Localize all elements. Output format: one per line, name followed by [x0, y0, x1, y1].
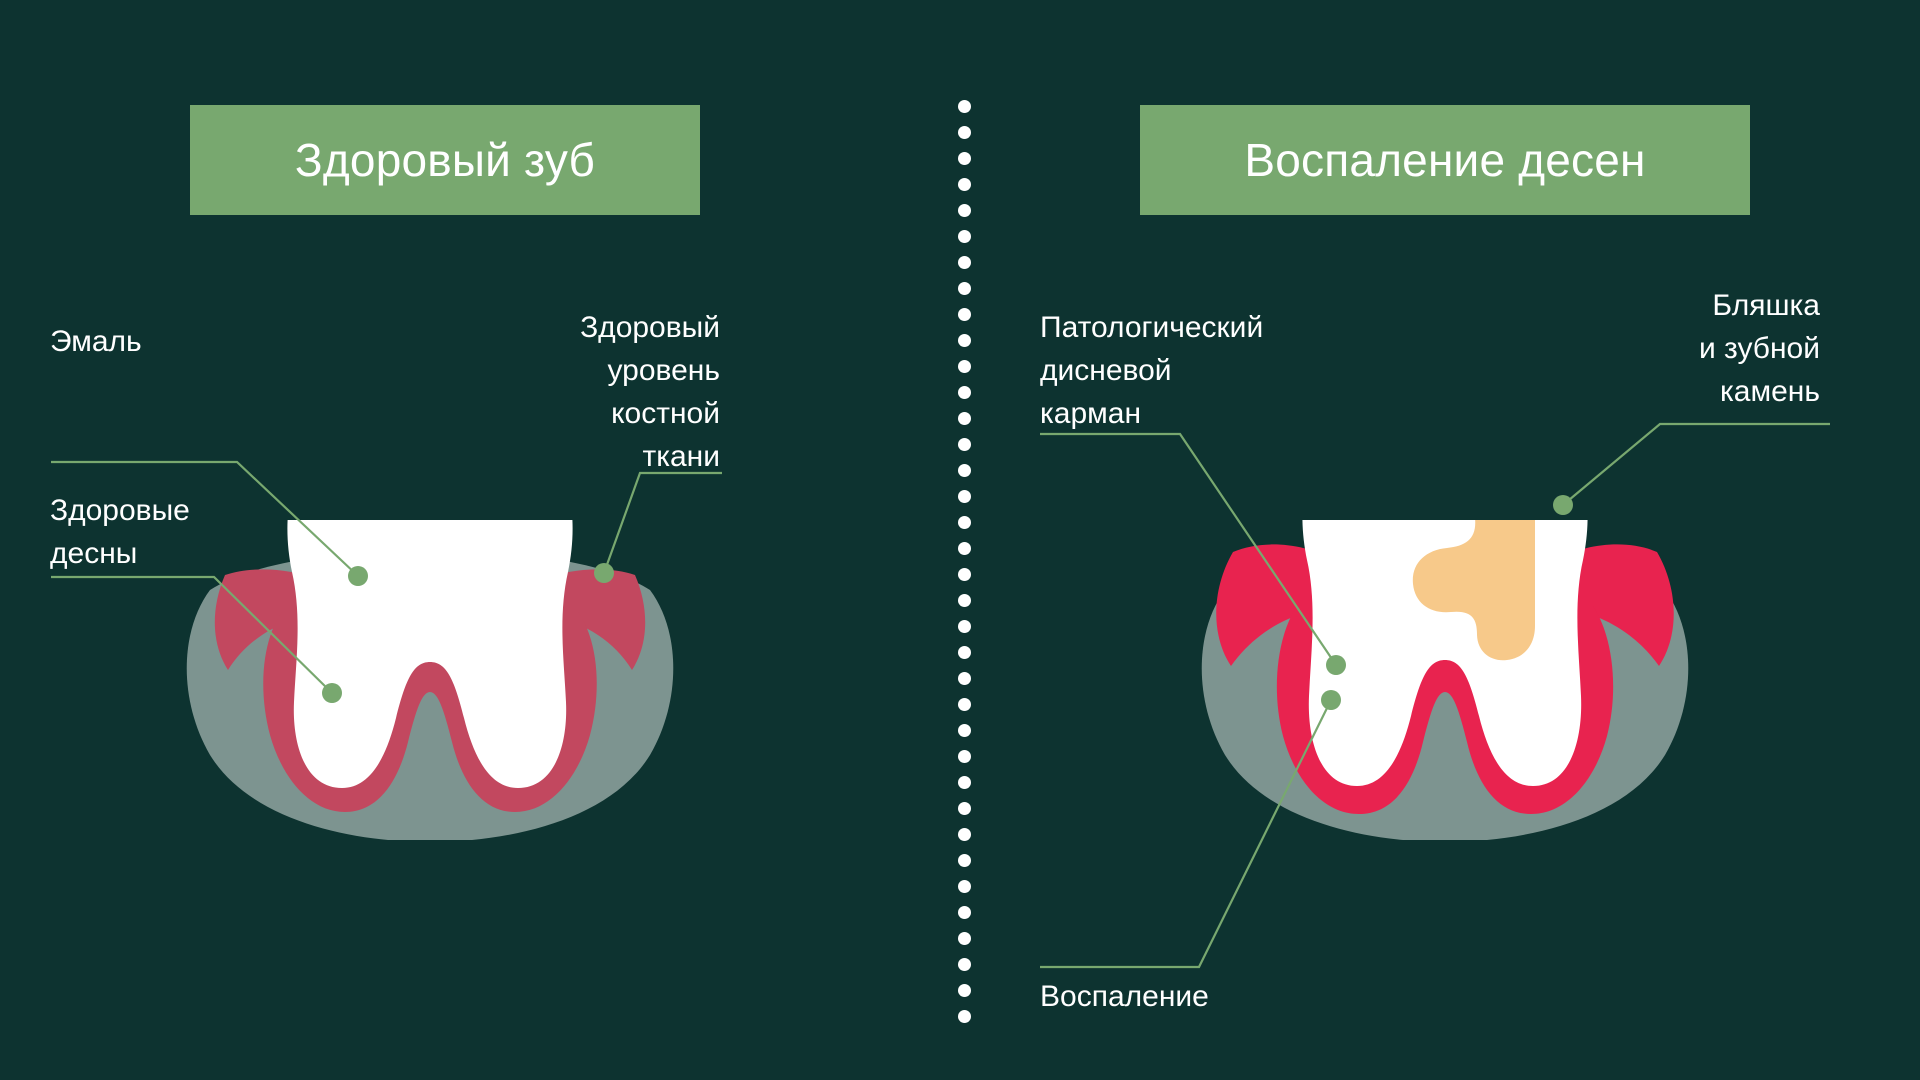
- label-plaque-and-tartar: Бляшка и зубной камень: [1698, 289, 1820, 408]
- divider-dot: [958, 490, 971, 503]
- divider-dot: [958, 256, 971, 269]
- divider-dot: [958, 412, 971, 425]
- divider-dot: [958, 542, 971, 555]
- healthy-tooth-illustration: [186, 520, 674, 840]
- label-enamel: Эмаль: [50, 325, 142, 358]
- divider-dot: [958, 568, 971, 581]
- divider-dot: [958, 880, 971, 893]
- label-healthy-gums: Здоровые десны: [50, 494, 190, 570]
- divider-dot: [958, 516, 971, 529]
- panel-title-left: Здоровый зуб: [294, 134, 596, 186]
- vertical-dotted-divider: [958, 100, 972, 1025]
- divider-dot: [958, 334, 971, 347]
- divider-dot: [958, 594, 971, 607]
- divider-dot: [958, 308, 971, 321]
- divider-dot: [958, 620, 971, 633]
- divider-dot: [958, 698, 971, 711]
- divider-dot: [958, 906, 971, 919]
- divider-dot: [958, 932, 971, 945]
- inflamed-tooth-illustration: [1201, 520, 1689, 840]
- divider-dot: [958, 1010, 971, 1023]
- gum-shape-left-2: [540, 569, 646, 670]
- divider-dot: [958, 178, 971, 191]
- divider-dot: [958, 958, 971, 971]
- divider-dot: [958, 230, 971, 243]
- divider-dot: [958, 386, 971, 399]
- divider-dot: [958, 828, 971, 841]
- label-periodontal-pocket: Патологический дисневой карман: [1040, 311, 1264, 430]
- panel-title-right: Воспаление десен: [1244, 134, 1646, 186]
- label-healthy-bone-level: Здоровый уровень костной ткани: [580, 311, 720, 473]
- leader-dot-plaque: [1553, 495, 1573, 515]
- panel-title-banner-right: Воспаление десен: [1140, 105, 1750, 215]
- divider-dot: [958, 100, 971, 113]
- divider-dot: [958, 438, 971, 451]
- divider-dot: [958, 126, 971, 139]
- divider-dot: [958, 854, 971, 867]
- divider-dot: [958, 776, 971, 789]
- plaque-shape: [1412, 520, 1535, 661]
- divider-dot: [958, 984, 971, 997]
- divider-dot: [958, 282, 971, 295]
- divider-dot: [958, 464, 971, 477]
- divider-dot: [958, 204, 971, 217]
- panel-title-banner-left: Здоровый зуб: [190, 105, 700, 215]
- divider-dot: [958, 802, 971, 815]
- tooth-shape-left: [287, 520, 573, 788]
- divider-dot: [958, 724, 971, 737]
- gum-shape-right-2: [1555, 544, 1674, 666]
- divider-dot: [958, 152, 971, 165]
- divider-dot: [958, 646, 971, 659]
- label-inflammation: Воспаление: [1040, 980, 1209, 1013]
- divider-dot: [958, 750, 971, 763]
- leader-plaque: [1562, 422, 1830, 506]
- divider-dot: [958, 672, 971, 685]
- divider-dot: [958, 360, 971, 373]
